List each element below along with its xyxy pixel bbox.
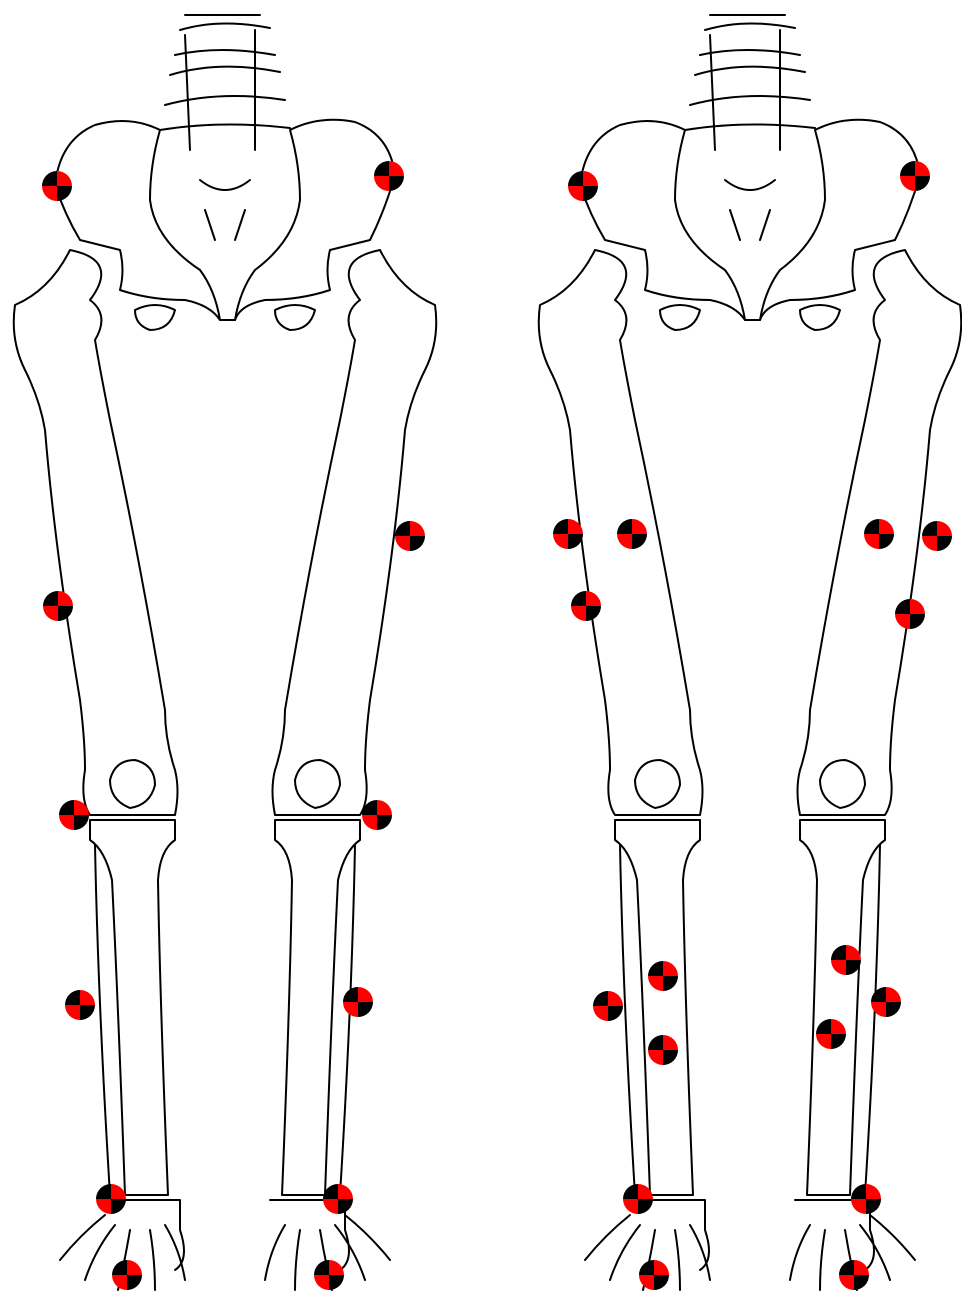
- skeleton-left-marker-4: [43, 591, 73, 621]
- skeleton-right-marker-5: [864, 519, 894, 549]
- skeleton-left-marker-6: [362, 800, 392, 830]
- skeleton-right-marker-17: [639, 1260, 669, 1290]
- skeleton-right-marker-13: [648, 1035, 678, 1065]
- skeleton-left-marker-7: [65, 990, 95, 1020]
- skeleton-right-marker-12: [871, 987, 901, 1017]
- skeleton-right-marker-6: [922, 521, 952, 551]
- skeleton-right-marker-10: [831, 945, 861, 975]
- skeleton-left-marker-11: [112, 1260, 142, 1290]
- skeleton-left-marker-12: [314, 1260, 344, 1290]
- skeleton-right-marker-14: [816, 1019, 846, 1049]
- skeleton-right-marker-16: [851, 1184, 881, 1214]
- skeleton-left-marker-2: [374, 161, 404, 191]
- skeleton-left: [14, 15, 437, 1290]
- skeleton-left-marker-3: [395, 521, 425, 551]
- skeleton-left-marker-5: [59, 800, 89, 830]
- skeleton-right-marker-18: [839, 1260, 869, 1290]
- skeleton-right-marker-7: [571, 591, 601, 621]
- skeleton-left-marker-1: [42, 171, 72, 201]
- skeleton-right-marker-11: [593, 991, 623, 1021]
- skeleton-right-marker-1: [568, 171, 598, 201]
- skeleton-right-marker-8: [895, 599, 925, 629]
- skeleton-left-marker-8: [343, 987, 373, 1017]
- skeleton-left-marker-9: [96, 1184, 126, 1214]
- skeleton-right-marker-15: [623, 1184, 653, 1214]
- skeleton-right: [539, 15, 962, 1290]
- skeleton-left-marker-10: [323, 1184, 353, 1214]
- skeleton-right-marker-3: [553, 519, 583, 549]
- skeleton-right-marker-2: [900, 161, 930, 191]
- skeleton-right-marker-4: [617, 519, 647, 549]
- skeleton-right-marker-9: [648, 961, 678, 991]
